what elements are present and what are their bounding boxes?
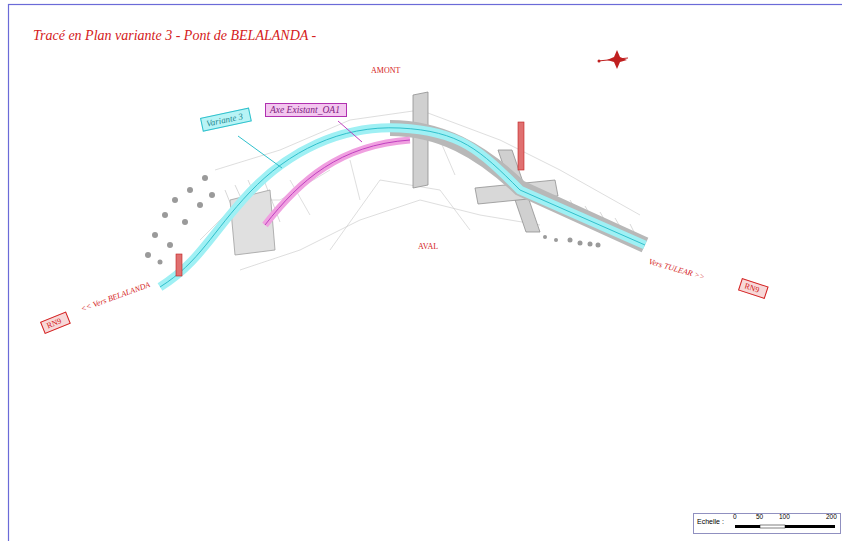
tag-box: RN9: [40, 312, 71, 335]
scale-number: 100: [779, 514, 790, 521]
tag-box: Variante 3: [200, 108, 252, 132]
scale-text: Echelle :: [697, 518, 724, 525]
variant-alignment: [160, 128, 645, 287]
tag-box: Axe Existant_OA1: [265, 103, 347, 117]
existing-axis: [265, 140, 410, 225]
tag-text: Variante 3: [205, 111, 246, 129]
variant-axis: [160, 128, 645, 287]
tag-box: RN9: [738, 278, 769, 299]
scale-number: 50: [756, 514, 763, 521]
area-label: AVAL: [418, 243, 438, 251]
leader-line: [338, 121, 362, 142]
north-arrow: [598, 50, 629, 69]
scale-bar: [694, 514, 841, 534]
direction-label: Vers TULEAR >>: [648, 258, 706, 282]
scale-number: 0: [733, 514, 737, 521]
tag-text: RN9: [45, 315, 65, 330]
map-title: Tracé en Plan variante 3 - Pont de BELAL…: [33, 28, 316, 44]
bridge-markers: [176, 122, 524, 276]
scale-number: 200: [826, 514, 837, 521]
leader-line: [238, 136, 282, 168]
area-label: AMONT: [371, 67, 400, 75]
tag-text: RN9: [743, 281, 763, 295]
sheet-frame: [9, 5, 842, 541]
tag-text: Axe Existant_OA1: [270, 105, 342, 115]
existing-axis-line: [265, 140, 410, 225]
direction-label: << Vers BELALANDA: [80, 281, 151, 313]
